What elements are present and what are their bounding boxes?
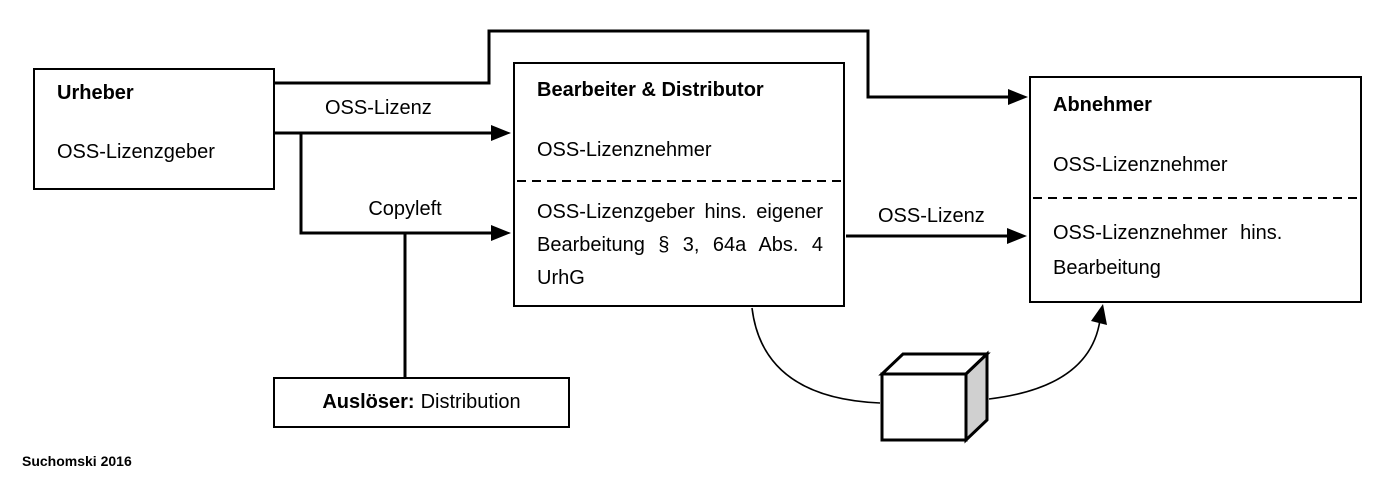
copyleft-label: Copyleft [368,198,442,220]
bearbeiter-lower-role: OSS-Lizenzgeber hins. eigener Bearbeitun… [537,196,823,295]
oss-license-label-1: OSS-Lizenz [325,97,432,119]
abnehmer-lower-role: OSS-Lizenznehmer hins. Bearbeitung [1053,216,1340,286]
arrowhead-icon [1007,228,1027,244]
bearbeiter-dashed-separator [517,180,841,182]
arrowhead-icon [1091,304,1107,325]
oss-license-arrow-1 [275,125,511,141]
bearbeiter-title: Bearbeiter & Distributor [537,79,764,101]
bearbeiter-distributor-box: Bearbeiter & Distributor OSS-Lizenznehme… [513,62,845,307]
arrowhead-icon [491,225,511,241]
copyleft-arrow [299,133,511,241]
urheber-role: OSS-Lizenzgeber [57,141,215,163]
ausloeser-label-text: Distribution [420,391,521,413]
credit-text: Suchomski 2016 [22,453,132,469]
abnehmer-title: Abnehmer [1053,94,1152,116]
curve-cube-to-abnehmer [988,304,1107,400]
bearbeiter-lower-line-3: UrhG [537,267,585,289]
ausloeser-box: Auslöser: Distribution [273,377,570,428]
abnehmer-lower-line-2: Bearbeitung [1053,257,1161,279]
abnehmer-box: Abnehmer OSS-Lizenznehmer OSS-Lizenznehm… [1029,76,1362,303]
abnehmer-upper-role: OSS-Lizenznehmer [1053,154,1228,176]
abnehmer-lower-line-1: OSS-Lizenznehmer hins. [1053,222,1283,244]
urheber-title: Urheber [57,82,134,104]
bearbeiter-lower-line-2: Bearbeitung § 3, 64a Abs. 4 [537,234,823,256]
arrowhead-icon [491,125,511,141]
urheber-box: Urheber OSS-Lizenzgeber [33,68,275,190]
abnehmer-dashed-separator [1033,197,1358,199]
package-cube-icon [878,350,991,444]
oss-license-label-2: OSS-Lizenz [878,205,985,227]
bearbeiter-lower-line-1: OSS-Lizenzgeber hins. eigener [537,201,823,223]
ausloeser-label-bold: Auslöser: [322,391,415,413]
arrowhead-icon [1008,89,1028,105]
oss-license-arrow-2 [846,228,1027,244]
bypass-arrow-urheber-abnehmer [275,29,1028,105]
curve-bearbeiter-to-cube [751,307,881,404]
bearbeiter-upper-role: OSS-Lizenznehmer [537,139,712,161]
